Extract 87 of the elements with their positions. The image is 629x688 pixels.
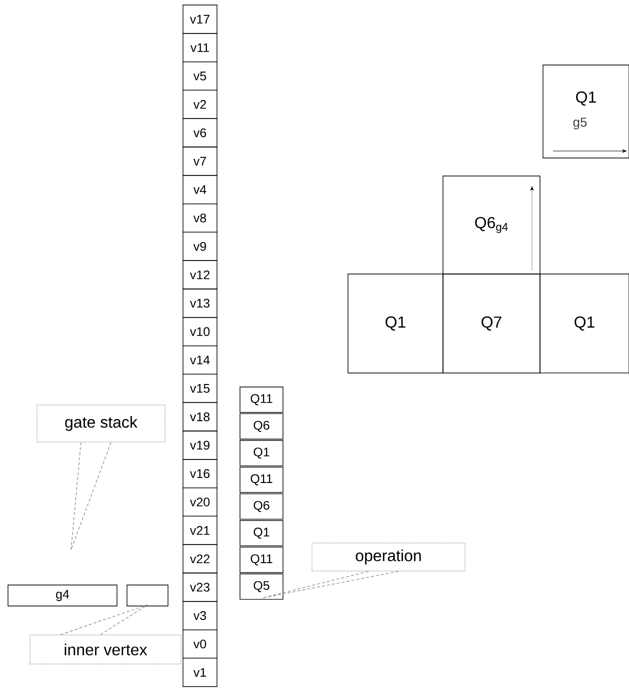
grid-box xyxy=(542,64,629,158)
stack-cell xyxy=(182,572,218,602)
stack-cell xyxy=(182,118,218,148)
stack-cell xyxy=(182,516,218,545)
stack-cell xyxy=(182,544,218,574)
empty-box xyxy=(126,584,168,606)
node-label: v8 xyxy=(193,214,206,222)
grid-box xyxy=(540,274,629,374)
node-label: v9 xyxy=(193,242,206,251)
node-label: v15 xyxy=(190,384,210,393)
stack-cell xyxy=(182,317,218,346)
node-label: v2 xyxy=(193,100,206,109)
stack-cell xyxy=(240,520,284,546)
grid-box xyxy=(442,274,540,374)
stack-cell xyxy=(182,175,218,204)
stack-cell xyxy=(182,90,218,119)
node-label: Q1 xyxy=(254,528,270,539)
node-label: inner vertex xyxy=(64,644,148,656)
stack-cell xyxy=(182,345,218,375)
node-label: g4 xyxy=(56,590,70,602)
callout-box xyxy=(36,404,166,442)
node-label: Q6 xyxy=(254,420,270,432)
node-label: v6 xyxy=(193,128,206,138)
node-label: v19 xyxy=(190,440,210,450)
stack-cell xyxy=(182,459,218,488)
node-label: Q1 xyxy=(574,316,594,331)
node-label: Q6$_{g4}$ xyxy=(475,216,508,234)
node-label: v11 xyxy=(190,43,209,52)
node-label: v22 xyxy=(190,554,210,564)
stack-cell xyxy=(240,493,284,520)
node-label: v7 xyxy=(193,156,206,166)
node-label: v1 xyxy=(193,668,206,677)
node-label: v14 xyxy=(190,356,210,364)
node-label: Q1 xyxy=(576,91,596,106)
stack-cell xyxy=(240,466,284,493)
node-label: operation xyxy=(356,550,421,564)
node-label: Q11 xyxy=(250,554,272,566)
node-label: v16 xyxy=(190,469,210,478)
grid-box xyxy=(348,274,444,374)
stack-cell xyxy=(240,546,284,573)
node-label: Q7 xyxy=(482,316,502,331)
node-label: v12 xyxy=(190,270,210,280)
stack-cell xyxy=(240,386,284,413)
stack-cell xyxy=(182,487,218,517)
node-label: Q11 xyxy=(250,474,272,486)
stack-cell xyxy=(182,33,218,62)
callout-box xyxy=(30,634,182,664)
stack-cell xyxy=(240,413,284,440)
node-label: v18 xyxy=(190,412,210,422)
stack-cell xyxy=(240,574,284,600)
node-label: Q1 xyxy=(254,448,270,459)
leader-line xyxy=(60,604,148,635)
node-label: g5 xyxy=(573,118,587,130)
stack-cell xyxy=(182,402,218,432)
stack-cell xyxy=(182,430,218,460)
node-label: v4 xyxy=(193,185,206,194)
stack-cell xyxy=(182,232,218,261)
callout-box xyxy=(312,542,466,572)
stack-cell xyxy=(182,629,218,659)
node-label: v23 xyxy=(190,582,210,592)
stack-cell xyxy=(182,61,218,91)
stack-cell xyxy=(240,440,284,466)
leader-line xyxy=(261,571,399,598)
stack-cell xyxy=(182,146,218,176)
node-label: Q11 xyxy=(250,394,272,406)
stack-cell xyxy=(182,601,218,630)
node-label: v17 xyxy=(190,14,210,24)
node-label: v0 xyxy=(193,640,206,648)
gate-box xyxy=(8,584,118,606)
node-label: v13 xyxy=(190,298,210,308)
node-label: v20 xyxy=(190,498,210,506)
stack-cell xyxy=(182,288,218,318)
node-label: v3 xyxy=(193,611,206,620)
stack-cell xyxy=(182,658,218,687)
stack-cell xyxy=(182,203,218,233)
stack-cell xyxy=(182,260,218,290)
node-label: v21 xyxy=(190,526,210,535)
stack-cell xyxy=(182,374,218,403)
node-label: Q6 xyxy=(254,500,270,512)
node-label: v10 xyxy=(190,327,210,336)
grid-box xyxy=(442,176,540,274)
node-label: gate stack xyxy=(65,416,138,431)
stack-cell xyxy=(182,4,218,34)
leader-line xyxy=(70,442,112,550)
node-label: Q5 xyxy=(254,581,270,592)
node-label: v5 xyxy=(193,72,206,80)
node-label: Q1 xyxy=(386,316,406,331)
